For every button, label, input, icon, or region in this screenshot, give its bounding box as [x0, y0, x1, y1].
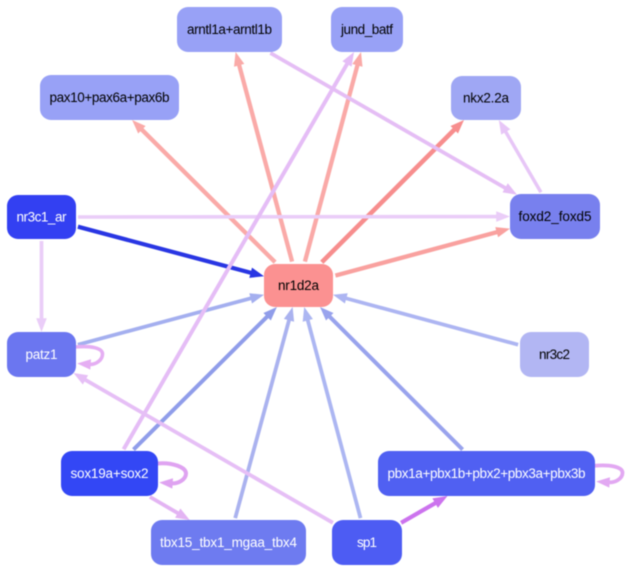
svg-text:arntl1a+arntl1b: arntl1a+arntl1b [187, 22, 272, 37]
svg-text:nr3c2: nr3c2 [539, 347, 570, 362]
svg-text:pax10+pax6a+pax6b: pax10+pax6a+pax6b [50, 90, 170, 105]
svg-text:pbx1a+pbx1b+pbx2+pbx3a+pbx3b: pbx1a+pbx1b+pbx2+pbx3a+pbx3b [388, 466, 586, 481]
svg-text:foxd2_foxd5: foxd2_foxd5 [519, 209, 592, 224]
svg-text:sox19a+sox2: sox19a+sox2 [71, 466, 149, 481]
svg-text:nkx2.2a: nkx2.2a [463, 91, 509, 106]
svg-text:jund_batf: jund_batf [340, 22, 393, 37]
svg-text:patz1: patz1 [26, 347, 58, 362]
svg-text:nr3c1_ar: nr3c1_ar [17, 210, 68, 225]
svg-text:tbx15_tbx1_mgaa_tbx4: tbx15_tbx1_mgaa_tbx4 [160, 535, 297, 550]
svg-text:nr1d2a: nr1d2a [278, 278, 319, 293]
svg-text:sp1: sp1 [357, 535, 377, 550]
